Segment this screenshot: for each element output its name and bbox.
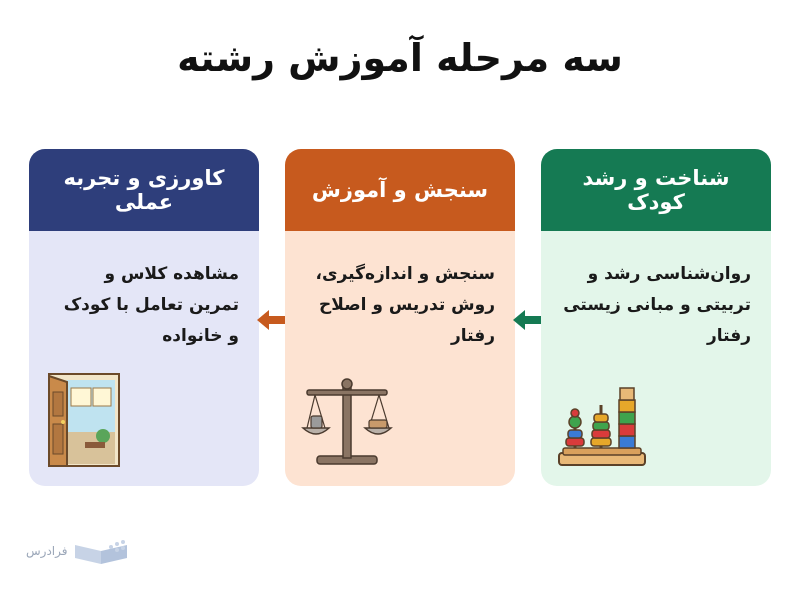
card-description: سنجش و اندازه‌گیری، روش تدریس و اصلاح رف… <box>301 259 495 352</box>
stage-card-assessment: سنجش و آموزش سنجش و اندازه‌گیری، روش تدر… <box>285 149 515 486</box>
card-line: و خانواده <box>162 326 239 346</box>
card-line: مشاهده کلاس و <box>104 264 239 284</box>
stacking-toy-icon <box>558 387 646 466</box>
card-line: روش تدریس و اصلاح <box>319 295 495 315</box>
card-description: مشاهده کلاس و تمرین تعامل با کودک و خانو… <box>45 259 239 352</box>
brand-text: فرادرس <box>26 544 68 558</box>
card-header: شناخت و رشد کودک <box>541 149 771 231</box>
card-line: تمرین تعامل با کودک <box>63 295 239 315</box>
arrow-left-icon <box>257 310 285 330</box>
stage-card-practicum: کاورزی و تجربه عملی مشاهده کلاس و تمرین … <box>29 149 259 486</box>
card-line: رفتار <box>450 326 495 346</box>
balance-scale-icon <box>301 378 393 465</box>
card-body: مشاهده کلاس و تمرین تعامل با کودک و خانو… <box>29 231 259 486</box>
arrow-left-icon <box>513 310 541 330</box>
brand-logo: فرادرس <box>26 537 131 565</box>
card-description: روان‌شناسی رشد و تربیتی و مبانی زیستی رف… <box>557 259 751 352</box>
card-header: کاورزی و تجربه عملی <box>29 149 259 231</box>
page-title: سه مرحله آموزش رشته <box>177 36 623 80</box>
card-line: روان‌شناسی رشد و <box>587 264 751 284</box>
open-door-icon <box>48 373 120 467</box>
card-line: سنجش و اندازه‌گیری، <box>315 264 495 284</box>
card-body: سنجش و اندازه‌گیری، روش تدریس و اصلاح رف… <box>285 231 515 486</box>
book-icon <box>75 540 128 564</box>
card-line: تربیتی و مبانی زیستی <box>563 295 751 315</box>
card-header: سنجش و آموزش <box>285 149 515 231</box>
card-body: روان‌شناسی رشد و تربیتی و مبانی زیستی رف… <box>541 231 771 486</box>
stage-card-child-development: شناخت و رشد کودک روان‌شناسی رشد و تربیتی… <box>541 149 771 486</box>
card-line: رفتار <box>706 326 751 346</box>
